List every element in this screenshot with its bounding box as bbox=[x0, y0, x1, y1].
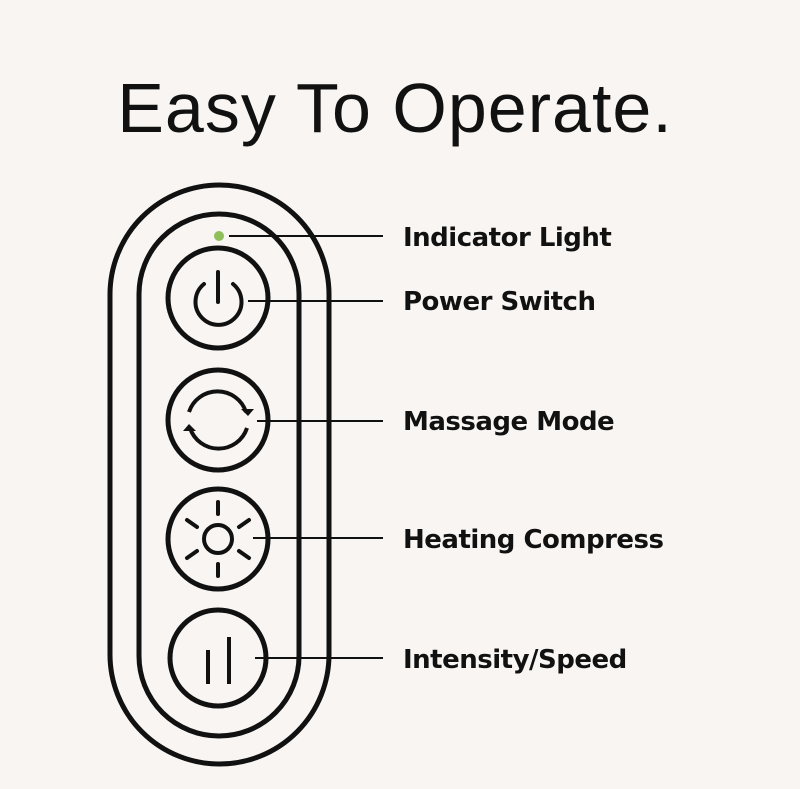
label-indicator-light: Indicator Light bbox=[403, 223, 612, 253]
power-icon bbox=[193, 270, 244, 327]
label-intensity-speed: Intensity/Speed bbox=[403, 645, 627, 675]
remote-inner-outline bbox=[136, 211, 302, 739]
intensity-icon bbox=[206, 637, 231, 684]
mode-button bbox=[165, 367, 271, 473]
leader-lines bbox=[229, 235, 383, 659]
label-massage-mode: Massage Mode bbox=[403, 407, 615, 437]
page-title: Easy To Operate. bbox=[117, 69, 673, 147]
label-heating-compress: Heating Compress bbox=[403, 525, 664, 555]
cycle-icon bbox=[183, 389, 254, 451]
indicator-light bbox=[214, 231, 224, 241]
intensity-button bbox=[167, 607, 269, 709]
label-power-switch: Power Switch bbox=[403, 287, 596, 317]
remote-outer-outline bbox=[107, 182, 332, 767]
sun-icon bbox=[185, 500, 251, 578]
power-button bbox=[165, 245, 271, 351]
